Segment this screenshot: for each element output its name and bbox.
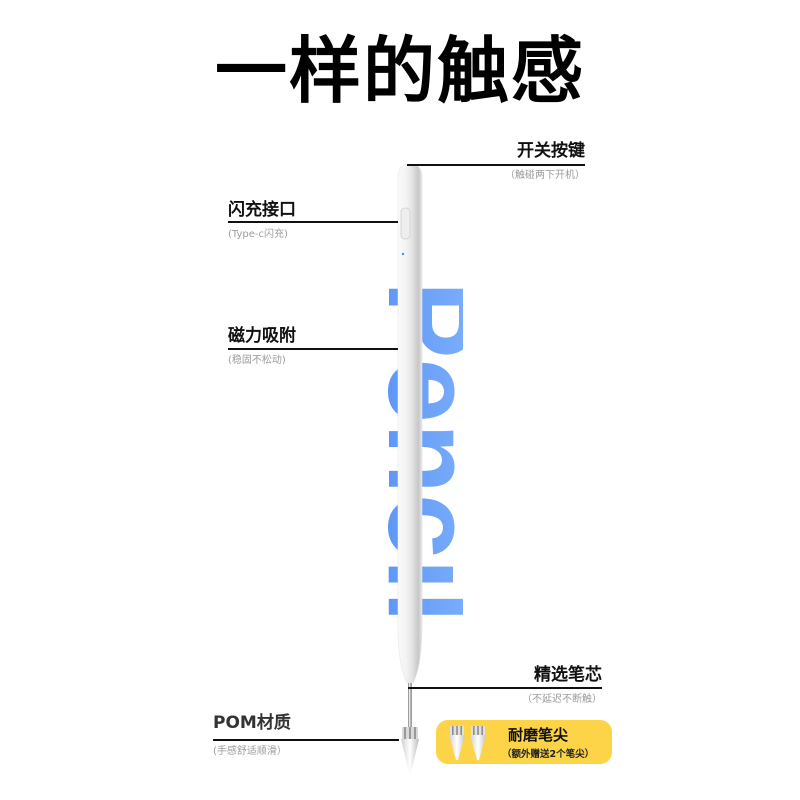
badge-subtitle: （额外赠送2个笔尖）	[502, 749, 595, 760]
tip-core-title: 精选笔芯	[534, 665, 602, 685]
magnetic-title: 磁力吸附	[228, 326, 296, 346]
callout-power-button: 开关按键 （触碰两下开机）	[407, 141, 585, 183]
stylus-pen	[397, 163, 423, 745]
callout-leader-line	[228, 221, 398, 223]
tip-core-subtitle: （不延迟不断触）	[522, 694, 602, 705]
callout-leader-line	[228, 348, 398, 350]
pom-material-title: POM材质	[213, 713, 291, 733]
charging-port-title: 闪充接口	[228, 200, 296, 220]
spare-tips-icon	[449, 726, 486, 760]
callout-pom-material: POM材质 (手感舒适顺滑）	[213, 713, 399, 759]
callout-magnetic: 磁力吸附 (稳固不松动)	[228, 326, 398, 368]
callout-leader-line	[213, 739, 399, 741]
power-button-title: 开关按键	[517, 141, 585, 161]
callout-tip-core: 精选笔芯 （不延迟不断触）	[408, 665, 602, 707]
callout-charging-port: 闪充接口 (Type-c闪充)	[228, 200, 398, 242]
pom-material-subtitle: (手感舒适顺滑）	[213, 746, 287, 757]
extra-tips-badge: 耐磨笔尖 （额外赠送2个笔尖）	[436, 720, 612, 764]
side-button-icon	[400, 207, 411, 240]
badge-title: 耐磨笔尖	[508, 726, 569, 744]
callout-leader-line	[407, 164, 585, 166]
pen-tip-icon	[401, 727, 419, 773]
headline: 一样的触感	[214, 29, 585, 113]
charging-port-subtitle: (Type-c闪充)	[228, 229, 288, 240]
callout-leader-line	[408, 687, 602, 689]
power-button-subtitle: （触碰两下开机）	[505, 170, 585, 181]
magnetic-subtitle: (稳固不松动)	[228, 355, 286, 366]
